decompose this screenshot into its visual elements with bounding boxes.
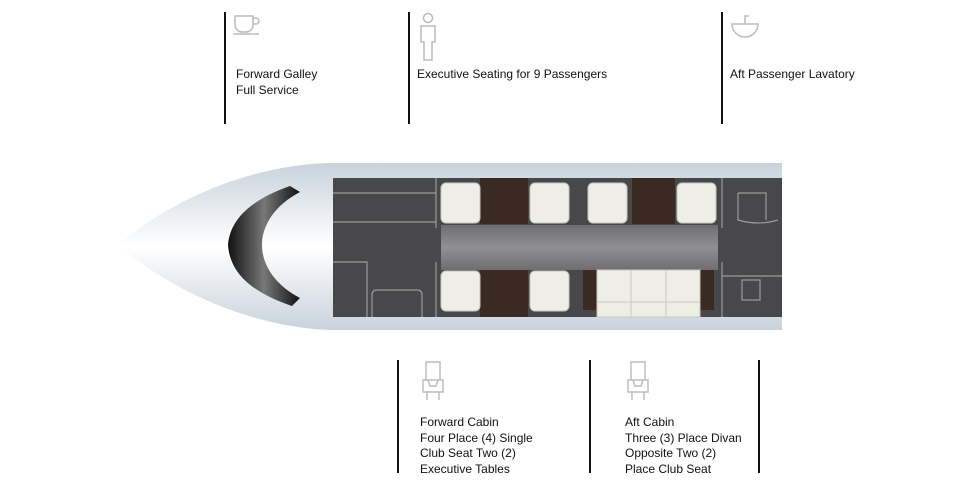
aft-cabin-label: Aft Cabin Three (3) Place Divan Opposite… bbox=[625, 415, 742, 477]
club-seat bbox=[529, 182, 570, 224]
executive-table bbox=[480, 178, 528, 224]
callout-divider bbox=[224, 12, 226, 124]
label-line: Aft Passenger Lavatory bbox=[730, 67, 855, 81]
windshield bbox=[228, 186, 300, 306]
label-line: Executive Tables bbox=[420, 461, 510, 476]
label-line: Executive Seating for 9 Passengers bbox=[417, 67, 608, 81]
club-seat bbox=[440, 270, 481, 312]
executive-table bbox=[632, 178, 675, 224]
callout-divider bbox=[721, 12, 723, 124]
label-line: Forward Cabin bbox=[420, 415, 499, 429]
divan-end bbox=[583, 270, 597, 310]
seat-icon bbox=[627, 361, 649, 400]
person-icon bbox=[420, 12, 436, 61]
label-line: Full Service bbox=[236, 82, 299, 97]
label-line: Place Club Seat bbox=[625, 461, 712, 476]
forward-cabin-label: Forward Cabin Four Place (4) Single Club… bbox=[420, 415, 533, 477]
aft-lavatory-label: Aft Passenger Lavatory bbox=[730, 67, 855, 83]
divan-end bbox=[700, 270, 714, 310]
callout-divider bbox=[408, 12, 410, 124]
callout-divider bbox=[397, 360, 399, 473]
executive-table bbox=[480, 270, 528, 317]
label-line: Aft Cabin bbox=[625, 415, 675, 429]
club-seat bbox=[587, 182, 628, 224]
label-line: Forward Galley bbox=[236, 67, 318, 81]
sink-icon bbox=[731, 15, 759, 38]
label-line: Club Seat Two (2) bbox=[420, 446, 516, 460]
tables bbox=[480, 178, 714, 317]
callout-divider bbox=[758, 360, 760, 473]
seat-icon bbox=[422, 361, 444, 400]
divan bbox=[596, 269, 701, 318]
forward-galley-label: Forward Galley Full Service bbox=[236, 67, 317, 98]
executive-seating-label: Executive Seating for 9 Passengers bbox=[417, 67, 607, 83]
aisle bbox=[441, 225, 718, 270]
label-line: Opposite Two (2) bbox=[625, 446, 717, 460]
club-seat bbox=[529, 270, 570, 312]
club-seat bbox=[676, 182, 717, 224]
label-line: Three (3) Place Divan bbox=[625, 430, 742, 445]
coffee-cup-icon bbox=[233, 15, 260, 35]
club-seat bbox=[440, 182, 481, 224]
callout-divider bbox=[589, 360, 591, 473]
label-line: Four Place (4) Single bbox=[420, 430, 533, 445]
